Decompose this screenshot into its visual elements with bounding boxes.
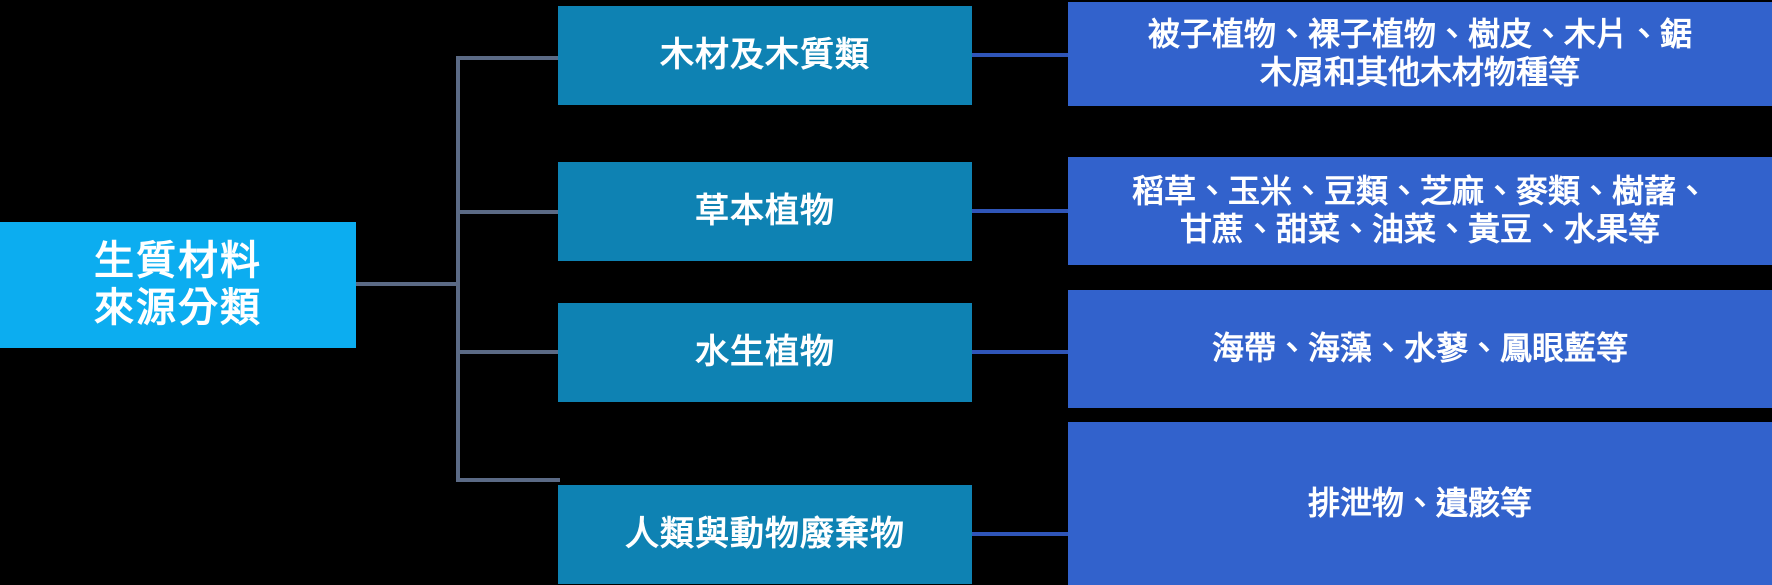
connector-category-detail-1 bbox=[970, 53, 1070, 57]
connector-branch-arm-4 bbox=[456, 478, 560, 482]
connector-branch-arm-1 bbox=[456, 56, 560, 60]
category-node-herbaceous[interactable]: 草本植物 bbox=[558, 162, 972, 261]
connector-trunk-vertical bbox=[456, 56, 460, 480]
root-node[interactable]: 生質材料 來源分類 bbox=[0, 222, 356, 348]
connector-branch-arm-2 bbox=[456, 210, 560, 214]
connector-root-stub bbox=[356, 282, 460, 286]
category-node-aquatic[interactable]: 水生植物 bbox=[558, 303, 972, 402]
category-node-waste[interactable]: 人類與動物廢棄物 bbox=[558, 485, 972, 584]
detail-node-aquatic[interactable]: 海帶、海藻、水蓼、鳳眼藍等 bbox=[1068, 290, 1772, 408]
detail-node-waste[interactable]: 排泄物、遺骸等 bbox=[1068, 422, 1772, 585]
connector-branch-arm-3 bbox=[456, 350, 560, 354]
detail-node-wood[interactable]: 被子植物、裸子植物、樹皮、木片、鋸 木屑和其他木材物種等 bbox=[1068, 2, 1772, 106]
detail-node-herbaceous[interactable]: 稻草、玉米、豆類、芝麻、麥類、樹藷、 甘蔗、甜菜、油菜、黃豆、水果等 bbox=[1068, 157, 1772, 265]
category-node-wood[interactable]: 木材及木質類 bbox=[558, 6, 972, 105]
